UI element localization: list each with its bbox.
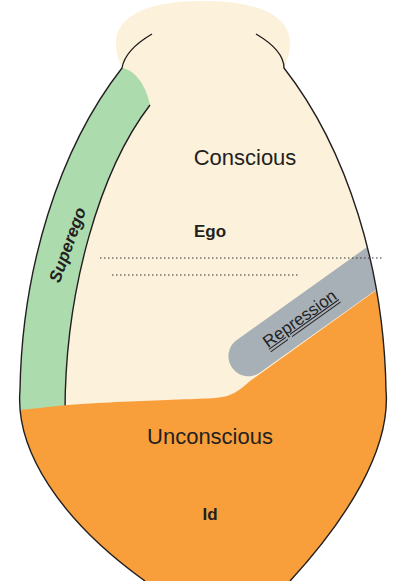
structure-label: Id <box>202 505 217 525</box>
dotted-boundary <box>112 274 300 275</box>
unconscious-region-shape <box>0 255 406 581</box>
text-holder: Unconscious <box>147 424 273 449</box>
structure-label: Ego <box>194 222 226 242</box>
egg-right-outline <box>256 34 386 581</box>
unconscious-region-fill <box>0 266 406 581</box>
level-label: Conscious <box>194 145 297 170</box>
superego-band-fill <box>18 68 150 412</box>
text-holder: Id <box>202 505 217 525</box>
text-holder: Conscious <box>194 145 297 170</box>
text-holder: Ego <box>194 222 226 242</box>
superego-band: Superego <box>12 28 160 420</box>
dotted-boundary <box>100 257 384 258</box>
level-label: Unconscious <box>147 424 273 449</box>
egg-left-outline <box>20 34 152 581</box>
superego-band-fill <box>65 105 150 412</box>
unconscious-region: UnconsciousId <box>0 255 406 581</box>
